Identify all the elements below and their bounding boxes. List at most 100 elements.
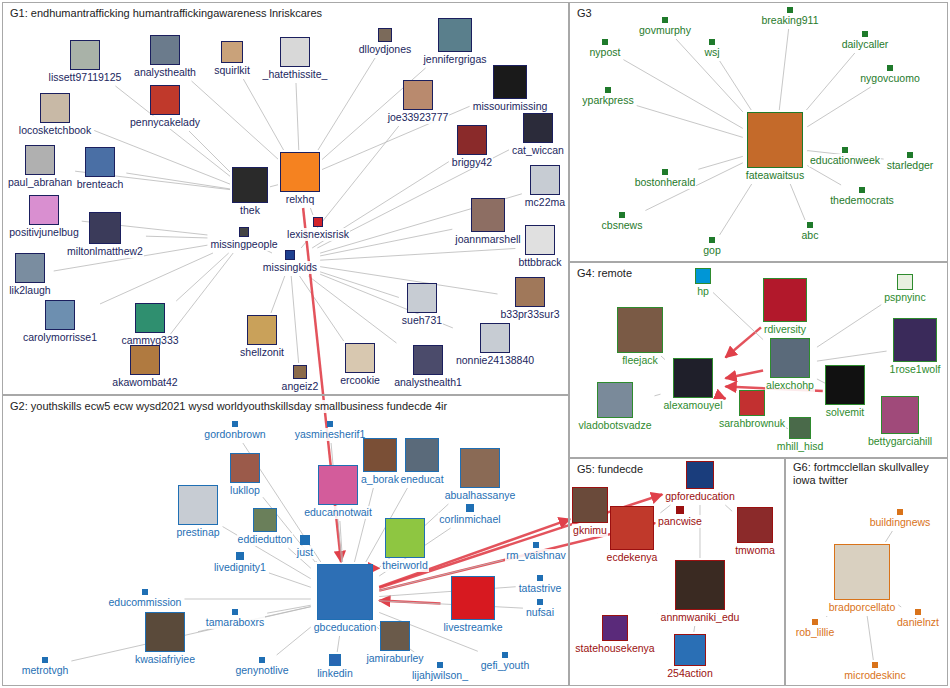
vertex-label: abualhassanye: [444, 489, 517, 502]
avatar-icon: [787, 7, 793, 13]
avatar-icon: [825, 365, 865, 405]
vertex: hp: [695, 268, 711, 298]
vertex: genynotlive: [234, 657, 289, 677]
vertex-label: squirlkit: [213, 64, 251, 77]
avatar-icon: [329, 654, 341, 666]
vertex: fateawaitsus: [745, 112, 805, 182]
vertex-label: pennycakelady: [129, 116, 201, 129]
vertex-label: _hatethissite_: [262, 68, 329, 81]
avatar-icon: [763, 278, 807, 322]
vertex-label: analysthealth1: [393, 376, 463, 389]
edge-line: [720, 61, 752, 110]
vertex: thedemocrats: [829, 187, 895, 207]
avatar-icon: [345, 343, 375, 373]
avatar-icon: [537, 575, 543, 581]
edge-line: [885, 531, 892, 542]
avatar-icon: [405, 438, 439, 472]
avatar-icon: [834, 544, 890, 600]
avatar-icon: [695, 268, 711, 284]
edge-line: [100, 253, 213, 304]
vertex-label: eddiedutton: [237, 533, 294, 546]
vertex-label: gbceducation: [313, 621, 377, 634]
edge-line: [806, 151, 807, 152]
group-title: G1: endhumantrafficking humantrafficking…: [8, 7, 324, 20]
avatar-icon: [300, 535, 310, 545]
vertex-label: thek: [239, 204, 261, 217]
vertex: ecdekenya: [606, 506, 659, 564]
vertex: sueh731: [401, 283, 443, 327]
edge-line: [826, 616, 828, 617]
vertex: angeiz2: [281, 365, 320, 393]
vertex: missingkids: [262, 250, 318, 274]
avatar-icon: [602, 615, 628, 641]
vertex-label: breaking911: [760, 14, 819, 27]
vertex: jennifergrigas: [422, 18, 487, 66]
vertex: positivjunelbug: [8, 195, 79, 239]
vertex: sarahbrownuk: [718, 390, 786, 430]
vertex-label: solvemit: [825, 406, 866, 419]
edge-line: [337, 636, 339, 652]
edge-line: [661, 356, 665, 360]
vertex: pennycakelady: [129, 85, 201, 129]
avatar-icon: [378, 28, 392, 42]
vertex-label: miltonlmatthew2: [66, 245, 144, 258]
vertex-label: fleejack: [621, 354, 659, 367]
avatar-icon: [460, 448, 500, 488]
edge-line: [379, 587, 515, 597]
vertex-label: tatastrive: [518, 582, 563, 595]
vertex: briggy42: [451, 125, 493, 169]
edge-group: [54, 29, 901, 661]
avatar-icon: [247, 315, 277, 345]
edge-line: [164, 253, 234, 343]
group-title: G2: youthskills ecw5 ecw wysd2021 wysd w…: [8, 400, 449, 413]
vertex-label: linkedin: [316, 667, 354, 680]
vertex: mc22ma: [524, 165, 566, 209]
vertex-label: annmwaniki_edu: [660, 611, 741, 624]
vertex: nypost: [589, 39, 622, 59]
vertex: alexamouyel: [663, 358, 724, 412]
avatar-icon: [572, 487, 608, 523]
edge-line: [320, 274, 453, 328]
vertex: metrotvgh: [21, 657, 70, 677]
vertex-label: nygovcuomo: [859, 72, 921, 85]
avatar-icon: [451, 576, 495, 620]
vertex-label: sueh731: [401, 314, 443, 327]
vertex: missourimissing: [472, 65, 549, 113]
edge-line: [807, 165, 841, 185]
vertex-label: tmwoma: [734, 544, 776, 557]
group-title: G4: remote: [575, 267, 634, 280]
vertex-label: yasminesherif1: [294, 428, 367, 441]
avatar-icon: [150, 35, 180, 65]
vertex-label: briggy42: [451, 156, 493, 169]
avatar-icon: [25, 145, 55, 175]
avatar-icon: [897, 274, 913, 290]
avatar-icon: [385, 518, 425, 558]
vertex-label: nypost: [589, 46, 622, 59]
avatar-icon: [457, 125, 487, 155]
vertex: ercookie: [339, 343, 381, 387]
edge-line: [291, 276, 298, 363]
vertex-label: educannotwait: [303, 506, 373, 519]
avatar-icon: [466, 504, 474, 512]
edge-line: [277, 627, 311, 655]
avatar-icon: [232, 609, 238, 615]
vertex-label: educommission: [108, 596, 183, 609]
vertex: tatastrive: [518, 575, 563, 595]
group-title: G6: fortmcclellan skullvalley iowa twitt…: [791, 461, 942, 487]
group-panel: G5: fundecdegknimupancwisegpforeducation…: [569, 458, 785, 686]
vertex: eddiedutton: [237, 508, 294, 546]
vertex: educationweek: [809, 147, 881, 167]
avatar-icon: [280, 37, 310, 67]
avatar-icon: [259, 657, 265, 663]
vertex-label: bettygarciahill: [867, 435, 933, 448]
avatar-icon: [403, 80, 433, 110]
avatar-icon: [537, 599, 543, 605]
vertex: corlinmichael: [438, 504, 501, 526]
vertex: miltonlmatthew2: [66, 212, 144, 258]
vertex-label: jennifergrigas: [422, 53, 487, 66]
vertex-label: eneducat: [399, 473, 444, 486]
vertex: a_borak: [360, 438, 400, 486]
vertex: prestinap: [175, 485, 220, 539]
vertex-label: pancwise: [657, 515, 703, 528]
avatar-icon: [437, 662, 443, 668]
